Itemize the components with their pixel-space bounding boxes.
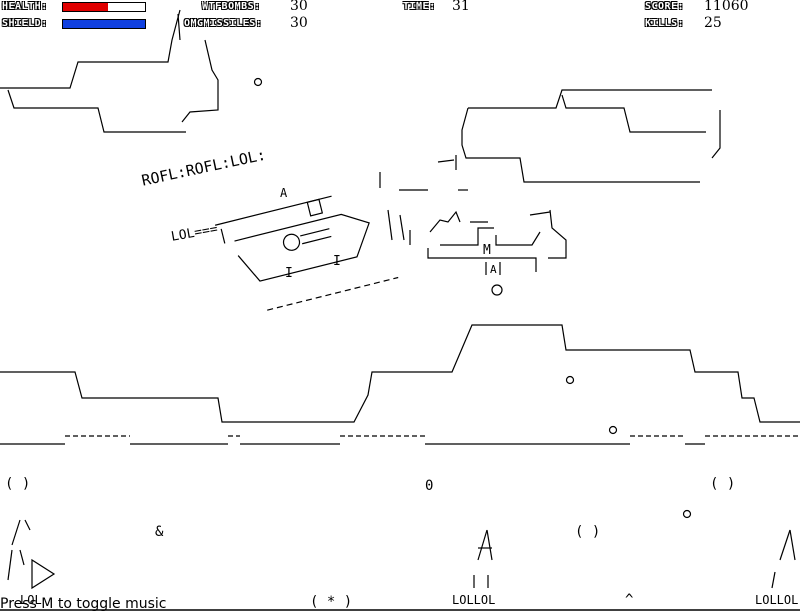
ground-lollol-right: LOLLOL [755,593,799,607]
right-stickman [771,529,796,589]
ground-item-zero: 0 [425,478,434,494]
player-copter [214,195,399,311]
wtfbombs-label: WTFBOMBS: [202,1,261,12]
health-bar [62,2,146,12]
ground-star-item: ( * ) [310,594,353,610]
score-value: 11060 [704,0,749,14]
music-toggle-hint: Press M to toggle music [0,596,167,612]
upper-left-cloud [0,9,219,133]
rotor-mark: A [280,186,288,200]
play-triangle-icon [31,558,56,590]
omgmissiles-label: OMGMISSILES: [184,18,263,29]
smoke-ring [608,425,618,435]
wtfbombs-value: 30 [290,0,308,14]
ground-item-paren-mid: ( ) [575,524,601,540]
smoke-ring [253,77,263,87]
score-label: SCORE: [645,1,685,12]
kills-label: KILLS: [645,18,685,29]
time-value: 31 [452,0,470,14]
omgmissiles-value: 30 [290,15,308,31]
ground-item-paren-left: ( ) [5,476,31,492]
enemy-walker [379,155,567,296]
left-stickman [7,519,31,581]
enemy-m-label: M [483,243,491,258]
mid-terrain [0,324,800,445]
shield-bar [62,19,146,29]
ground-caret: ^ [625,592,634,608]
ground-lol-left: LOL [20,593,42,607]
ground-ampersand: & [155,524,164,540]
gear-right: I [333,254,341,269]
ground-lollol-mid: LOLLOL [452,593,496,607]
shield-bar-fill [63,20,145,28]
time-label: TIME: [403,1,436,12]
shield-label: SHIELD: [2,18,48,29]
enemy-a-label: A [490,263,497,276]
kills-value: 25 [704,15,722,31]
health-label: HEALTH: [2,1,48,12]
health-bar-fill [63,3,109,11]
smoke-ring [682,509,692,519]
gear-left: I [285,266,293,281]
ground-item-paren-right: ( ) [710,476,736,492]
upper-right-cloud [461,89,721,183]
smoke-ring [565,375,575,385]
middle-stickman [473,529,493,588]
